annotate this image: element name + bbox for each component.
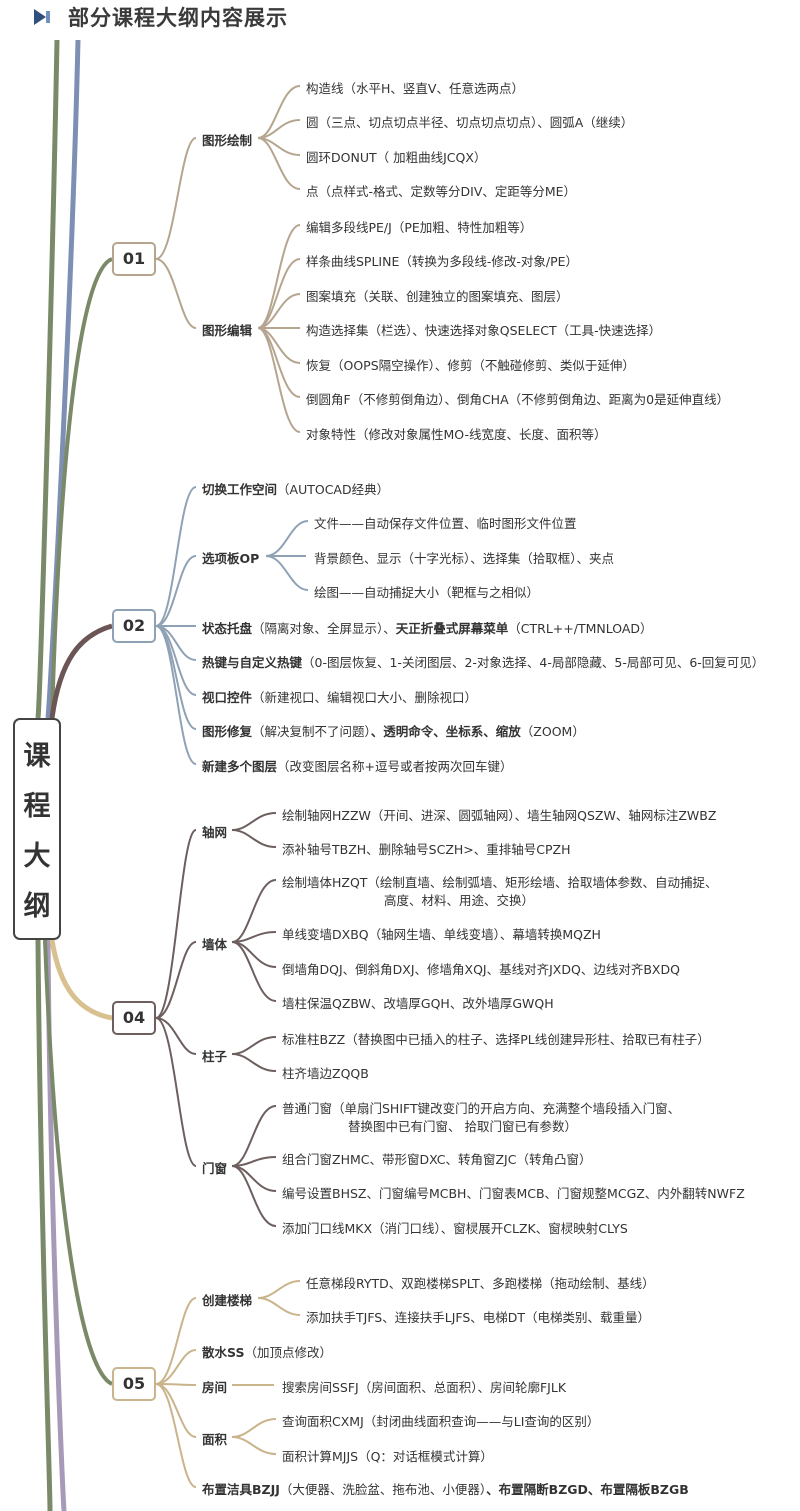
leaf-hotkeys: 热键与自定义热键（0-图层恢复、1-关闭图层、2-对象选择、4-局部隐藏、5-局… xyxy=(202,655,765,670)
topic-room: 房间 xyxy=(202,1380,228,1395)
topic-area: 面积 xyxy=(202,1432,228,1447)
leaf-wall-insulation: 墙柱保温QZBW、改墙厚GQH、改外墙厚GWQH xyxy=(282,996,554,1011)
branches-05 xyxy=(155,1280,301,1488)
topic-column: 柱子 xyxy=(202,1049,228,1064)
leaf-handrail: 添加扶手TJFS、连接扶手LJFS、电梯DT（电梯类别、载重量） xyxy=(306,1310,651,1325)
topic-create-stairs: 创建楼梯 xyxy=(202,1293,253,1308)
link-root-01 xyxy=(50,257,113,719)
leaf-donut: 圆环DONUT（ 加粗曲线JCQX） xyxy=(306,150,487,165)
link-root-02 xyxy=(49,623,113,719)
topic-options-palette: 选项板OP xyxy=(202,551,260,566)
topic-door-window: 门窗 xyxy=(202,1161,228,1176)
root-char-3: 大 xyxy=(23,841,51,872)
leaf-line-to-wall: 单线变墙DXBQ（轴网生墙、单线变墙）、幕墙转换MQZH xyxy=(282,927,601,942)
topic-wall: 墙体 xyxy=(202,937,228,952)
leaf-fillet-chamfer: 倒圆角F（不修剪倒角边）、倒角CHA（不修剪倒角边、距离为0是延伸直线） xyxy=(306,392,730,407)
section-05-node: 05 xyxy=(112,1367,156,1401)
leaf-object-properties: 对象特性（修改对象属性MO-线宽度、长度、面积等） xyxy=(306,427,607,442)
leaf-switch-workspace: 切换工作空间（AUTOCAD经典） xyxy=(202,482,390,497)
leaf-draw-axis: 绘制轴网HZZW（开间、进深、圆弧轴网）、墙生轴网QSZW、轴网标注ZWBZ xyxy=(282,808,717,823)
header: 部分课程大纲内容展示 xyxy=(0,0,800,34)
link-root-05 xyxy=(43,939,114,1386)
branches-01 xyxy=(155,85,301,433)
root-char-2: 程 xyxy=(23,791,51,822)
leaf-combined-door: 组合门窗ZHMC、带形窗DXC、转角窗ZJC（转角凸窗） xyxy=(282,1152,592,1167)
section-04-node: 04 xyxy=(112,1001,156,1035)
topic-graphic-drawing: 图形绘制 xyxy=(202,133,253,148)
leaf-query-area: 查询面积CXMJ（封闭曲线面积查询——与LI查询的区别） xyxy=(282,1414,600,1429)
leaf-normal-door-cont: 替换图中已有门窗、 拾取门窗已有参数） xyxy=(348,1119,577,1134)
leaf-status-tray: 状态托盘（隔离对象、全屏显示）、天正折叠式屏幕菜单（CTRL++/TMNLOAD… xyxy=(202,621,653,636)
leaf-hatch: 图案填充（关联、创建独立的图案填充、图层） xyxy=(306,289,569,304)
branches-04 xyxy=(155,812,277,1227)
branches-02 xyxy=(155,486,309,765)
leaf-axis-numbers: 添补轴号TBZH、删除轴号SCZH>、重排轴号CPZH xyxy=(282,842,571,857)
leaf-numbering: 编号设置BHSZ、门窗编号MCBH、门窗表MCB、门窗规整MCGZ、内外翻转NW… xyxy=(282,1186,745,1201)
play-arrow-icon xyxy=(34,9,50,25)
leaf-new-layers: 新建多个图层（改变图层名称+逗号或者按两次回车键） xyxy=(202,759,513,774)
leaf-viewport: 视口控件（新建视口、编辑视口大小、删除视口） xyxy=(202,690,478,705)
root-char-1: 课 xyxy=(23,741,51,772)
leaf-oops-trim: 恢复（OOPS隔空操作）、修剪（不触碰修剪、类似于延伸） xyxy=(306,358,635,373)
leaf-normal-door: 普通门窗（单扇门SHIFT键改变门的开启方向、充满整个墙段插入门窗、 xyxy=(282,1101,681,1116)
leaf-selection-set: 构造选择集（栏选）、快速选择对象QSELECT（工具-快速选择） xyxy=(306,323,662,338)
root-node: 课 程 大 纲 xyxy=(13,718,61,940)
leaf-polyline-edit: 编辑多段线PE/J（PE加粗、特性加粗等） xyxy=(306,220,533,235)
spine-blue xyxy=(45,39,81,719)
spine-lower-green xyxy=(35,939,53,1511)
leaf-graphic-repair: 图形修复（解决复制不了问题）、透明命令、坐标系、缩放（ZOOM） xyxy=(202,724,585,739)
leaf-column-align: 柱齐墙边ZQQB xyxy=(282,1066,369,1081)
leaf-wall-corner: 倒墙角DQJ、倒斜角DXJ、修墙角XQJ、基线对齐JXDQ、边线对齐BXDQ xyxy=(282,962,680,977)
leaf-fixtures: 布置洁具BZJJ（大便器、洗脸盆、拖布池、小便器）、布置隔断BZGD、布置隔板B… xyxy=(202,1482,689,1497)
section-02-node: 02 xyxy=(112,609,156,643)
topic-graphic-editing: 图形编辑 xyxy=(202,323,253,338)
leaf-point: 点（点样式-格式、定数等分DIV、定距等分ME） xyxy=(306,184,577,199)
section-01-node: 01 xyxy=(112,242,156,276)
leaf-door-line: 添加门口线MKX（消门口线）、窗棂展开CLZK、窗棂映射CLYS xyxy=(282,1221,628,1236)
leaf-search-room: 搜索房间SSFJ（房间面积、总面积）、房间轮廓FJLK xyxy=(282,1380,567,1395)
leaf-options-file: 文件——自动保存文件位置、临时图形文件位置 xyxy=(314,516,577,531)
root-char-4: 纲 xyxy=(23,891,51,922)
leaf-options-drawing: 绘图——自动捕捉大小（靶框与之相似） xyxy=(314,585,540,600)
spine-green xyxy=(35,39,60,719)
leaf-construction-line: 构造线（水平H、竖直V、任意选两点） xyxy=(306,81,524,96)
leaf-draw-wall: 绘制墙体HZQT（绘制直墙、绘制弧墙、矩形绘墙、拾取墙体参数、自动捕捉、 xyxy=(282,875,718,890)
link-root-04 xyxy=(49,939,113,1021)
page-title: 部分课程大纲内容展示 xyxy=(68,6,288,30)
leaf-standard-column: 标准柱BZZ（替换图中已插入的柱子、选择PL线创建异形柱、拾取已有柱子） xyxy=(282,1032,710,1047)
leaf-options-display: 背景颜色、显示（十字光标）、选择集（拾取框）、夹点 xyxy=(314,551,615,566)
topic-axis-grid: 轴网 xyxy=(202,825,228,840)
leaf-calc-area: 面积计算MJJS（Q：对话框模式计算） xyxy=(282,1449,493,1464)
leaf-apron: 散水SS（加顶点修改） xyxy=(202,1345,332,1360)
leaf-draw-wall-cont: 高度、材料、用途、交换） xyxy=(384,893,535,908)
leaf-stair-types: 任意梯段RYTD、双跑楼梯SPLT、多跑楼梯（拖动绘制、基线） xyxy=(306,1276,655,1291)
leaf-spline: 样条曲线SPLINE（转换为多段线-修改-对象/PE） xyxy=(306,254,579,269)
leaf-circle: 圆（三点、切点切点半径、切点切点切点）、圆弧A（继续） xyxy=(306,115,634,130)
